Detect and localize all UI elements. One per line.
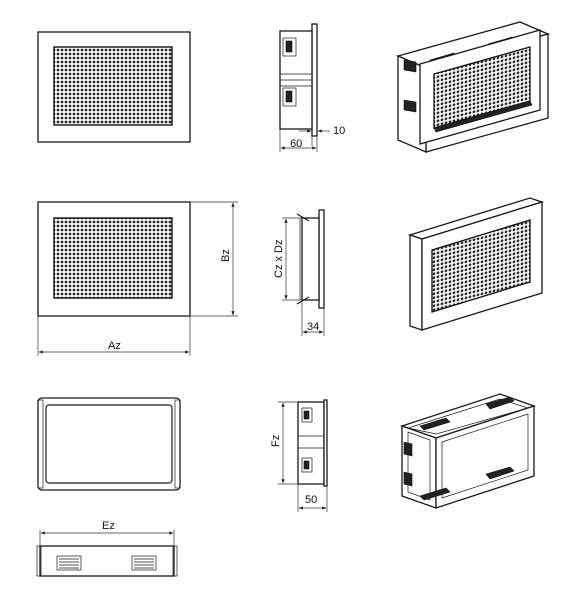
dim-frame-10: 10	[333, 125, 345, 137]
iso-view-grille-front	[407, 197, 545, 331]
iso-view-box-frame	[399, 393, 537, 509]
front-view-box	[37, 397, 181, 491]
dim-cut-cz-dz: Cz x Dz	[273, 240, 285, 279]
dim-width-ez: Ez	[102, 520, 115, 532]
dim-height-fz: Fz	[270, 435, 282, 447]
front-view-grille	[37, 31, 191, 143]
front-view-dimensioned	[37, 201, 238, 356]
side-view-grille	[279, 23, 330, 152]
iso-view-grille-with-box	[396, 21, 550, 153]
side-view-box	[278, 399, 328, 512]
dim-height-bz: Bz	[220, 249, 232, 262]
dim-width-az: Az	[108, 340, 121, 352]
top-view-box	[36, 530, 178, 577]
side-view-mounting	[282, 209, 325, 336]
dim-depth-34: 34	[307, 321, 319, 333]
dim-depth-50: 50	[305, 494, 317, 506]
dim-depth-60: 60	[290, 138, 302, 150]
